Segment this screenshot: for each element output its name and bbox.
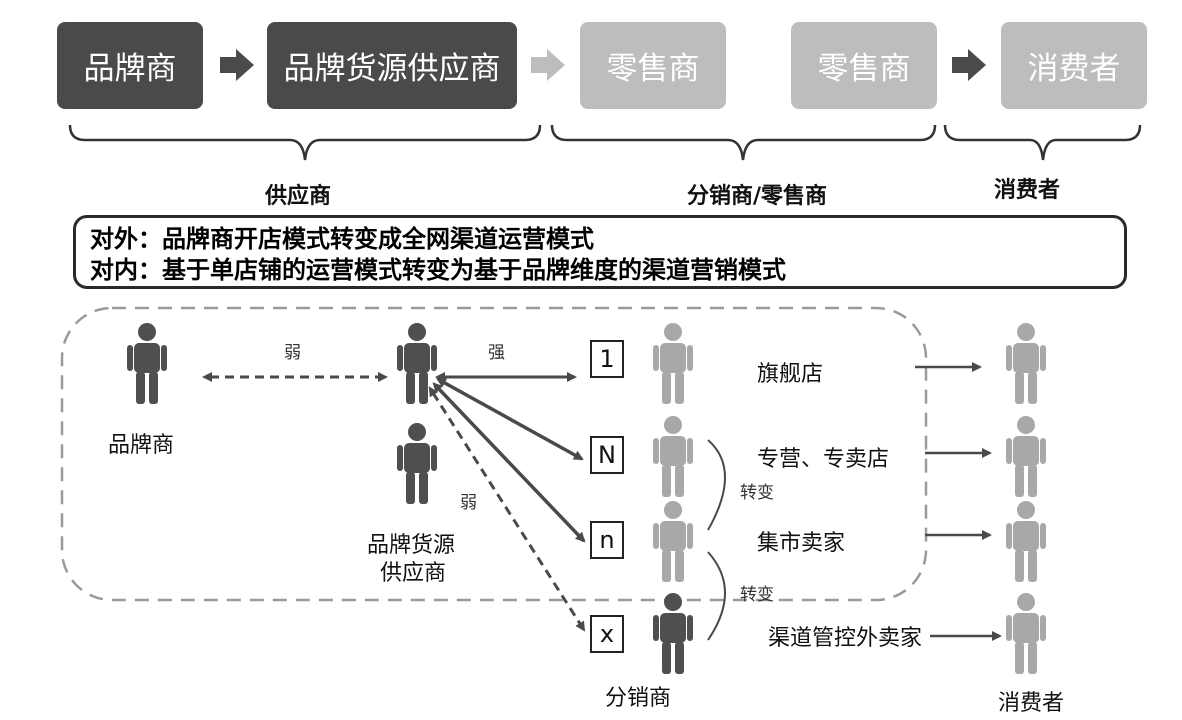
brace-label-supplier: 供应商 [265, 184, 332, 209]
summary-box: 对外：品牌商开店模式转变成全网渠道运营模式 对内：基于单店铺的运营模式转变为基于… [73, 215, 1127, 289]
person-consumer-4-icon [1006, 593, 1046, 674]
store-outside-label: 渠道管控外卖家 [768, 626, 923, 651]
person-consumer-3-icon [1006, 501, 1046, 582]
weak-label-top: 弱 [284, 343, 301, 363]
person-specialty-icon [653, 416, 693, 497]
brace-label-consumer: 消费者 [994, 178, 1061, 203]
flow-box-brand: 品牌商 [57, 22, 203, 109]
person-brand-icon [127, 323, 167, 404]
flow-arrow-1 [220, 49, 254, 81]
summary-line-external: 对外：品牌商开店模式转变成全网渠道运营模式 [90, 225, 594, 253]
transform-label-2: 转变 [740, 585, 774, 605]
person-supplier-icon [397, 323, 437, 404]
transform-label-1: 转变 [740, 483, 774, 503]
flow-box-brand-supplier: 品牌货源供应商 [267, 22, 517, 109]
person-supplier-2-icon [397, 423, 437, 504]
brand-label: 品牌商 [108, 433, 175, 458]
person-consumer-1-icon [1006, 323, 1046, 404]
person-consumer-2-icon [1006, 416, 1046, 497]
supplier-label-line1: 品牌货源 [367, 533, 456, 558]
brace-supplier [68, 124, 542, 161]
person-market-icon [653, 501, 693, 582]
store-flagship-label: 旗舰店 [757, 362, 824, 387]
square-x: x [590, 615, 624, 653]
link-supplier-outside-weak [428, 386, 586, 632]
flow-box-retailer-2: 零售商 [791, 22, 937, 109]
square-n: n [590, 521, 624, 559]
person-flagship-icon [653, 323, 693, 404]
square-N: N [590, 436, 624, 474]
supplier-label-line2: 供应商 [380, 561, 447, 586]
transform-curve-2 [707, 551, 726, 641]
link-supplier-specialty [436, 378, 584, 461]
flow-arrow-3 [952, 49, 986, 81]
weak-label-mid: 弱 [460, 493, 477, 513]
square-1: 1 [590, 340, 624, 378]
strong-label: 强 [488, 343, 505, 363]
link-supplier-market [432, 382, 586, 543]
scope-boundary [60, 306, 928, 602]
brace-distributor [550, 124, 937, 161]
brace-label-distributor-retailer: 分销商/零售商 [687, 184, 828, 209]
flow-arrow-2 [531, 49, 565, 81]
flow-box-retailer-1: 零售商 [580, 22, 726, 109]
transform-curve-1 [707, 439, 726, 531]
person-outside-icon [653, 593, 693, 674]
store-market-label: 集市卖家 [757, 531, 846, 556]
consumer-label: 消费者 [998, 691, 1065, 716]
summary-line-internal: 对内：基于单店铺的运营模式转变为基于品牌维度的渠道营销模式 [90, 256, 786, 284]
brace-consumer [943, 124, 1142, 161]
distributor-label: 分销商 [605, 686, 672, 711]
store-specialty-label: 专营、专卖店 [757, 447, 890, 472]
flow-box-consumer: 消费者 [1001, 22, 1147, 109]
